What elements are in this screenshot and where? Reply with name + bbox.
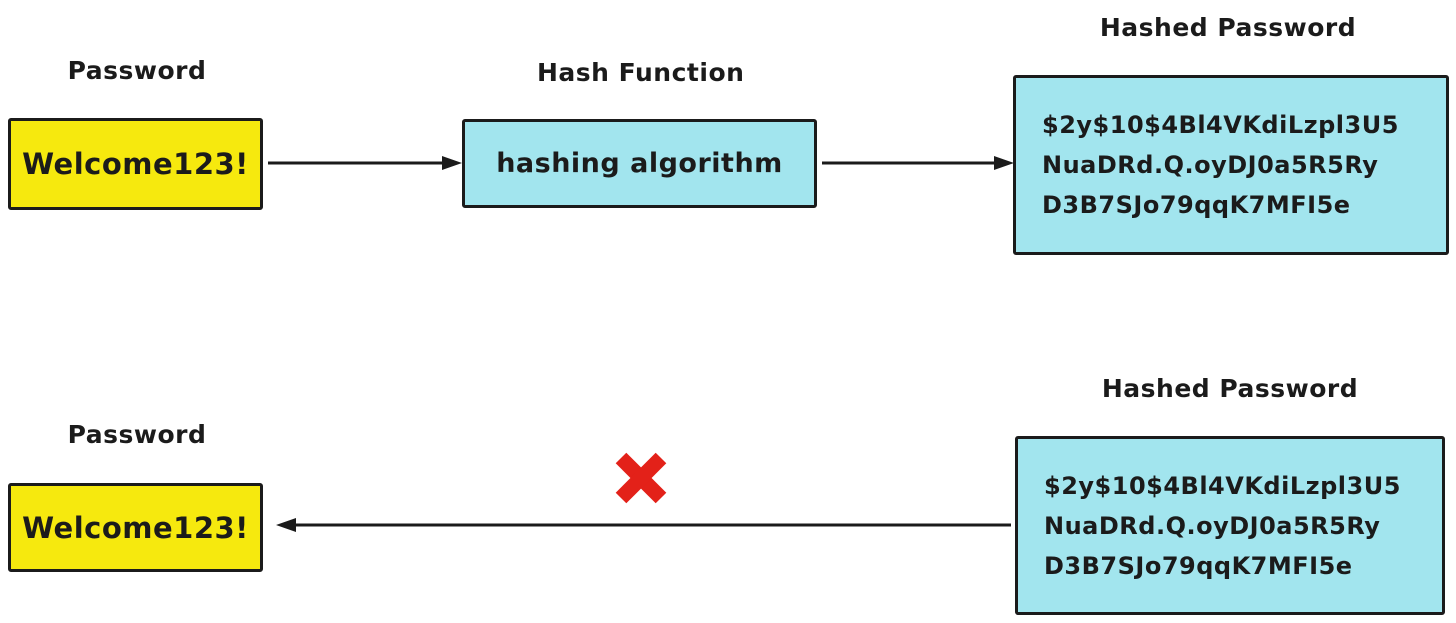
- password-label-top: Password: [67, 56, 207, 85]
- hashed-password-box-top: $2y$10$4Bl4VKdiLzpl3U5 NuaDRd.Q.oyDJ0a5R…: [1013, 75, 1449, 255]
- password-value-bottom: Welcome123!: [22, 510, 249, 545]
- hash-text-line: D3B7SJo79qqK7MFI5e: [1042, 191, 1351, 219]
- red-cross-icon: [615, 452, 667, 504]
- password-label-bottom: Password: [67, 420, 207, 449]
- hash-text-line: $2y$10$4Bl4VKdiLzpl3U5: [1044, 471, 1401, 500]
- hash-function-box: hashing algorithm: [462, 119, 817, 208]
- hash-text-line: NuaDRd.Q.oyDJ0a5R5Ry: [1044, 511, 1381, 540]
- arrow-right-icon: [822, 156, 1014, 170]
- hash-function-value: hashing algorithm: [496, 148, 783, 179]
- hash-text-line: D3B7SJo79qqK7MFI5e: [1044, 551, 1353, 580]
- hashed-password-label-top: Hashed Password: [1099, 13, 1357, 42]
- arrow-left-icon: [276, 518, 1011, 532]
- hashed-password-label-bottom: Hashed Password: [1101, 374, 1359, 403]
- hash-function-label: Hash Function: [537, 58, 745, 87]
- password-box-top: Welcome123!: [8, 118, 263, 210]
- arrow-right-icon: [268, 156, 462, 170]
- password-value-top: Welcome123!: [22, 147, 249, 181]
- password-box-bottom: Welcome123!: [8, 483, 263, 572]
- hashed-password-box-bottom: $2y$10$4Bl4VKdiLzpl3U5 NuaDRd.Q.oyDJ0a5R…: [1015, 436, 1445, 615]
- hash-text-line: NuaDRd.Q.oyDJ0a5R5Ry: [1042, 151, 1379, 179]
- hash-text-line: $2y$10$4Bl4VKdiLzpl3U5: [1042, 111, 1399, 139]
